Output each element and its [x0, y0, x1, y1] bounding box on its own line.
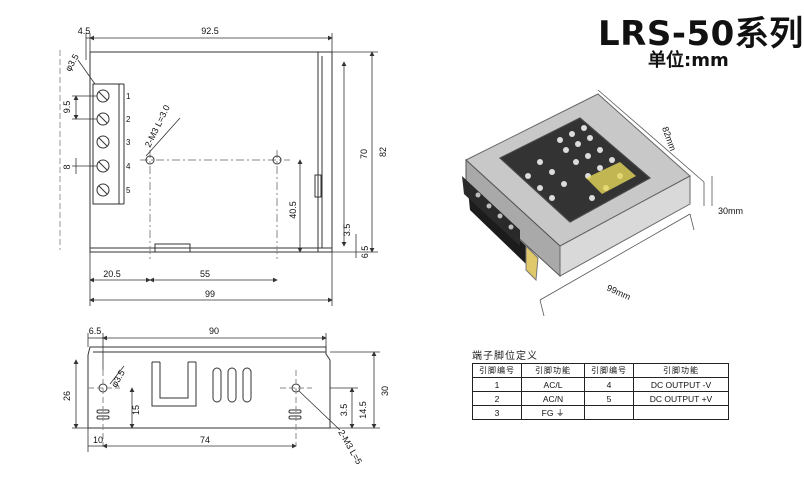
dim-side-10: 10: [93, 435, 103, 445]
dim-side-30: 30: [380, 386, 390, 396]
mounting-hole-right: [272, 155, 282, 165]
dim-side-screw-note: 2-M3 L=5: [336, 428, 364, 466]
pin-table-header: 引脚功能: [521, 363, 585, 378]
table-cell: DC OUTPUT -V: [633, 377, 729, 392]
table-row: 1 AC/L 4 DC OUTPUT -V: [472, 377, 729, 392]
pin-table-header: 引脚编号: [584, 363, 634, 378]
dim-top-9-5: 9.5: [62, 101, 72, 114]
dim-top-20-5: 20.5: [103, 269, 121, 279]
table-cell: 1: [472, 377, 522, 392]
dim-top-99: 99: [205, 289, 215, 299]
dim-top-screw-note: 2-M3 L=3.0: [143, 103, 172, 149]
terminal-label-1: 1: [126, 92, 131, 101]
pin-table-header-row: 引脚编号 引脚功能 引脚编号 引脚功能: [472, 363, 729, 378]
table-cell: DC OUTPUT +V: [633, 391, 729, 406]
terminal-screws: [96, 89, 110, 197]
dim-top-3-5: 3.5: [342, 224, 352, 237]
page-title: LRS-50系列: [598, 14, 804, 54]
table-row: 2 AC/N 5 DC OUTPUT +V: [472, 391, 729, 406]
dim-top-82: 82: [378, 147, 388, 157]
dim-top-4-5: 4.5: [78, 26, 91, 36]
mounting-hole-left: [145, 155, 155, 165]
table-row: 3 FG ⏚: [472, 405, 729, 420]
pin-definition-table: 引脚编号 引脚功能 引脚编号 引脚功能 1 AC/L 4 DC OUTPUT -…: [472, 363, 729, 420]
vent-slot-1: [212, 367, 222, 403]
dim-side-74: 74: [200, 435, 210, 445]
dim-top-8: 8: [62, 164, 72, 169]
mounting-holes-top: [145, 155, 282, 165]
dim-top-92-5: 92.5: [201, 26, 219, 36]
pin-table-header: 引脚功能: [633, 363, 729, 378]
dim-top-6-5: 6.5: [360, 246, 370, 259]
terminal-label-4: 4: [126, 162, 131, 171]
terminal-block: [92, 83, 120, 205]
dim-side-3-5: 3.5: [339, 404, 349, 417]
dim-side-6-5: 6.5: [89, 326, 102, 336]
terminal-label-2: 2: [126, 115, 131, 124]
dim-top-40-5: 40.5: [288, 201, 298, 219]
dim-side-14-5: 14.5: [358, 401, 368, 419]
unit-label: 单位:mm: [648, 50, 729, 71]
table-cell: FG ⏚: [521, 405, 585, 420]
photo-dim-30: 30mm: [718, 206, 743, 216]
table-cell: [633, 405, 729, 420]
side-view-bracket: [151, 362, 197, 407]
dim-side-15: 15: [131, 405, 141, 415]
side-view-drawing: [87, 346, 331, 446]
dim-top-hole-dia: φ3.5: [63, 52, 81, 73]
pin-table-title: 端子脚位定义: [472, 351, 538, 362]
dim-top-55: 55: [200, 269, 210, 279]
table-cell: 2: [472, 391, 522, 406]
table-cell: AC/L: [521, 377, 585, 392]
top-view-drawing: [59, 50, 333, 262]
terminal-label-5: 5: [126, 186, 131, 195]
pin-table-header: 引脚编号: [472, 363, 522, 378]
dim-side-26: 26: [62, 391, 72, 401]
photo-dim-99: 99mm: [605, 283, 632, 302]
top-view-outline: [89, 51, 333, 253]
top-view-right-flange: [317, 51, 333, 253]
vent-slot-2: [227, 367, 237, 403]
dim-top-70: 70: [359, 149, 369, 159]
terminal-label-3: 3: [126, 138, 131, 147]
dim-side-90: 90: [209, 326, 219, 336]
dim-side-hole-dia: φ3.5: [109, 368, 127, 389]
product-illustration: [462, 89, 713, 317]
vent-slot-3: [242, 367, 252, 403]
table-cell: 5: [584, 391, 634, 406]
table-cell: 4: [584, 377, 634, 392]
photo-dim-82: 82mm: [660, 125, 678, 152]
table-cell: AC/N: [521, 391, 585, 406]
product-right-face: [559, 175, 691, 277]
side-view-outline: [87, 346, 331, 429]
table-cell: 3: [472, 405, 522, 420]
table-cell: [584, 405, 634, 420]
